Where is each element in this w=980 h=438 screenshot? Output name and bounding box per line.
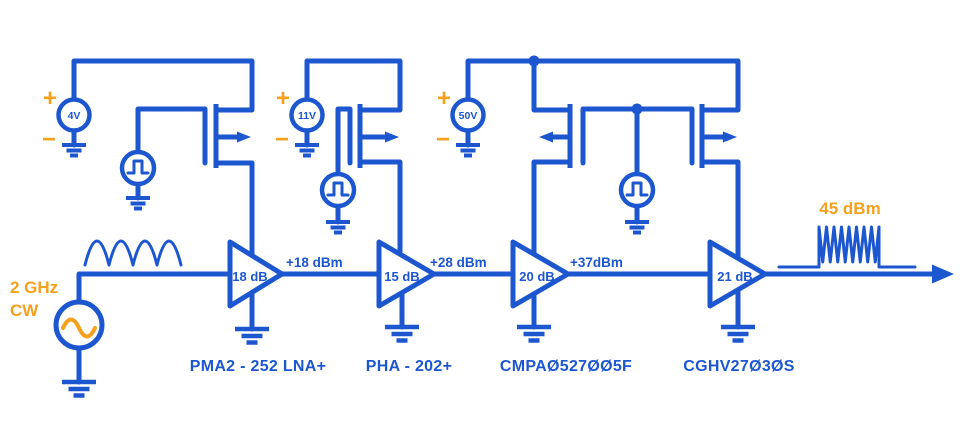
power-level-label: +18 dBm bbox=[286, 255, 343, 270]
junction-dot bbox=[631, 103, 643, 115]
ground-icon bbox=[62, 379, 96, 398]
ground-icon bbox=[456, 143, 480, 158]
supply-rail-wire bbox=[71, 58, 255, 113]
gain-label: 15 dB bbox=[384, 269, 419, 284]
ground-icon bbox=[326, 220, 350, 235]
ground-icon bbox=[385, 324, 419, 343]
amplifier-4: 21 dB CGHV27Ø3ØS bbox=[683, 239, 795, 375]
gain-label: 21 dB bbox=[717, 269, 752, 284]
ground-icon bbox=[295, 143, 319, 158]
voltage-source-icon bbox=[450, 97, 486, 133]
pulse-source-2 bbox=[319, 171, 357, 235]
ground-icon bbox=[126, 196, 150, 211]
pulse-wave-icon bbox=[126, 159, 150, 175]
part-number-label: PHA - 202+ bbox=[366, 358, 452, 375]
supply-value: 11V bbox=[298, 110, 316, 122]
fet-arrow-head bbox=[539, 131, 553, 143]
input-wire bbox=[76, 271, 233, 305]
plus-label: + bbox=[437, 85, 451, 112]
fet-gate-wire bbox=[335, 106, 353, 177]
fet-gate-wire bbox=[135, 106, 208, 166]
source-mode-label: CW bbox=[10, 301, 39, 320]
part-number-label: PMA2 - 252 LNA+ bbox=[190, 358, 327, 375]
signal-source: 2 GHz CW bbox=[10, 239, 233, 398]
output-section: 45 dBm bbox=[762, 199, 954, 284]
supply-rail-wire bbox=[304, 58, 403, 113]
amplifier-3: 20 dB CMPAØ527ØØ5F +37dBm bbox=[500, 239, 632, 375]
voltage-source-11v: 11V + − bbox=[275, 85, 325, 158]
bias-stage-2: 11V + − bbox=[275, 58, 403, 257]
amplifier-icon bbox=[707, 239, 768, 309]
pulse-source-1 bbox=[119, 149, 157, 211]
part-number-label: CGHV27Ø3ØS bbox=[683, 358, 795, 375]
power-level-label: +37dBm bbox=[570, 255, 623, 270]
fet-arrow-head bbox=[385, 131, 399, 143]
pulsed-rf-burst-icon bbox=[777, 225, 917, 269]
amplifier-icon bbox=[510, 239, 571, 309]
output-arrow-icon bbox=[932, 264, 954, 284]
bias-stage-1: 4V + − bbox=[42, 58, 255, 259]
pulse-wave-icon bbox=[326, 181, 350, 197]
minus-label: − bbox=[275, 126, 289, 153]
cw-sine-wave-icon bbox=[83, 239, 183, 267]
voltage-source-icon bbox=[56, 97, 92, 133]
gain-label: 20 dB bbox=[519, 269, 554, 284]
bias-stage-3-4: 50V + − bbox=[436, 55, 741, 262]
amplifier-2: 15 dB PHA - 202+ +28 dBm bbox=[366, 239, 487, 375]
fet3-source-wire bbox=[531, 159, 573, 258]
pulse-source-icon bbox=[618, 171, 656, 209]
minus-label: − bbox=[436, 126, 450, 153]
fet-arrow-head bbox=[723, 131, 737, 143]
pulse-wave-icon bbox=[625, 181, 649, 197]
pulse-source-icon bbox=[119, 149, 157, 187]
sine-wave-icon bbox=[61, 317, 97, 339]
minus-label: − bbox=[42, 126, 56, 153]
gain-label: 18 dB bbox=[232, 269, 267, 284]
ground-icon bbox=[62, 143, 86, 158]
ground-icon bbox=[235, 326, 269, 345]
fet-1-icon bbox=[213, 104, 251, 168]
fet3-drain-wire bbox=[531, 58, 573, 113]
supply-rail-wire bbox=[465, 58, 741, 113]
power-level-label: +28 dBm bbox=[430, 255, 487, 270]
amplifier-icon bbox=[376, 239, 437, 309]
voltage-source-50v: 50V + − bbox=[436, 85, 486, 158]
fet-arrow-head bbox=[237, 131, 251, 143]
ground-icon bbox=[517, 324, 551, 343]
amplifier-1: 18 dB PMA2 - 252 LNA+ +18 dBm bbox=[190, 239, 343, 375]
fet-2-icon bbox=[357, 104, 399, 168]
output-power-label: 45 dBm bbox=[819, 199, 880, 218]
amplifier-icon bbox=[227, 239, 285, 309]
supply-value: 50V bbox=[459, 110, 478, 122]
pulse-source-icon bbox=[319, 171, 357, 209]
source-freq-label: 2 GHz bbox=[10, 278, 58, 297]
fet4-source-wire bbox=[699, 159, 741, 262]
plus-label: + bbox=[276, 85, 290, 112]
ground-icon bbox=[625, 220, 649, 235]
fet-source-wire bbox=[213, 160, 255, 259]
pulse-source-3 bbox=[618, 171, 656, 235]
junction-dot bbox=[528, 55, 540, 67]
fet-4-icon bbox=[699, 104, 737, 168]
supply-value: 4V bbox=[68, 110, 81, 122]
fet-3-icon bbox=[539, 104, 573, 168]
ground-icon bbox=[721, 324, 755, 343]
part-number-label: CMPAØ527ØØ5F bbox=[500, 358, 632, 375]
fet-source-wire bbox=[357, 159, 403, 257]
plus-label: + bbox=[43, 85, 57, 112]
voltage-source-4v: 4V + − bbox=[42, 85, 92, 158]
voltage-source-icon bbox=[289, 97, 325, 133]
